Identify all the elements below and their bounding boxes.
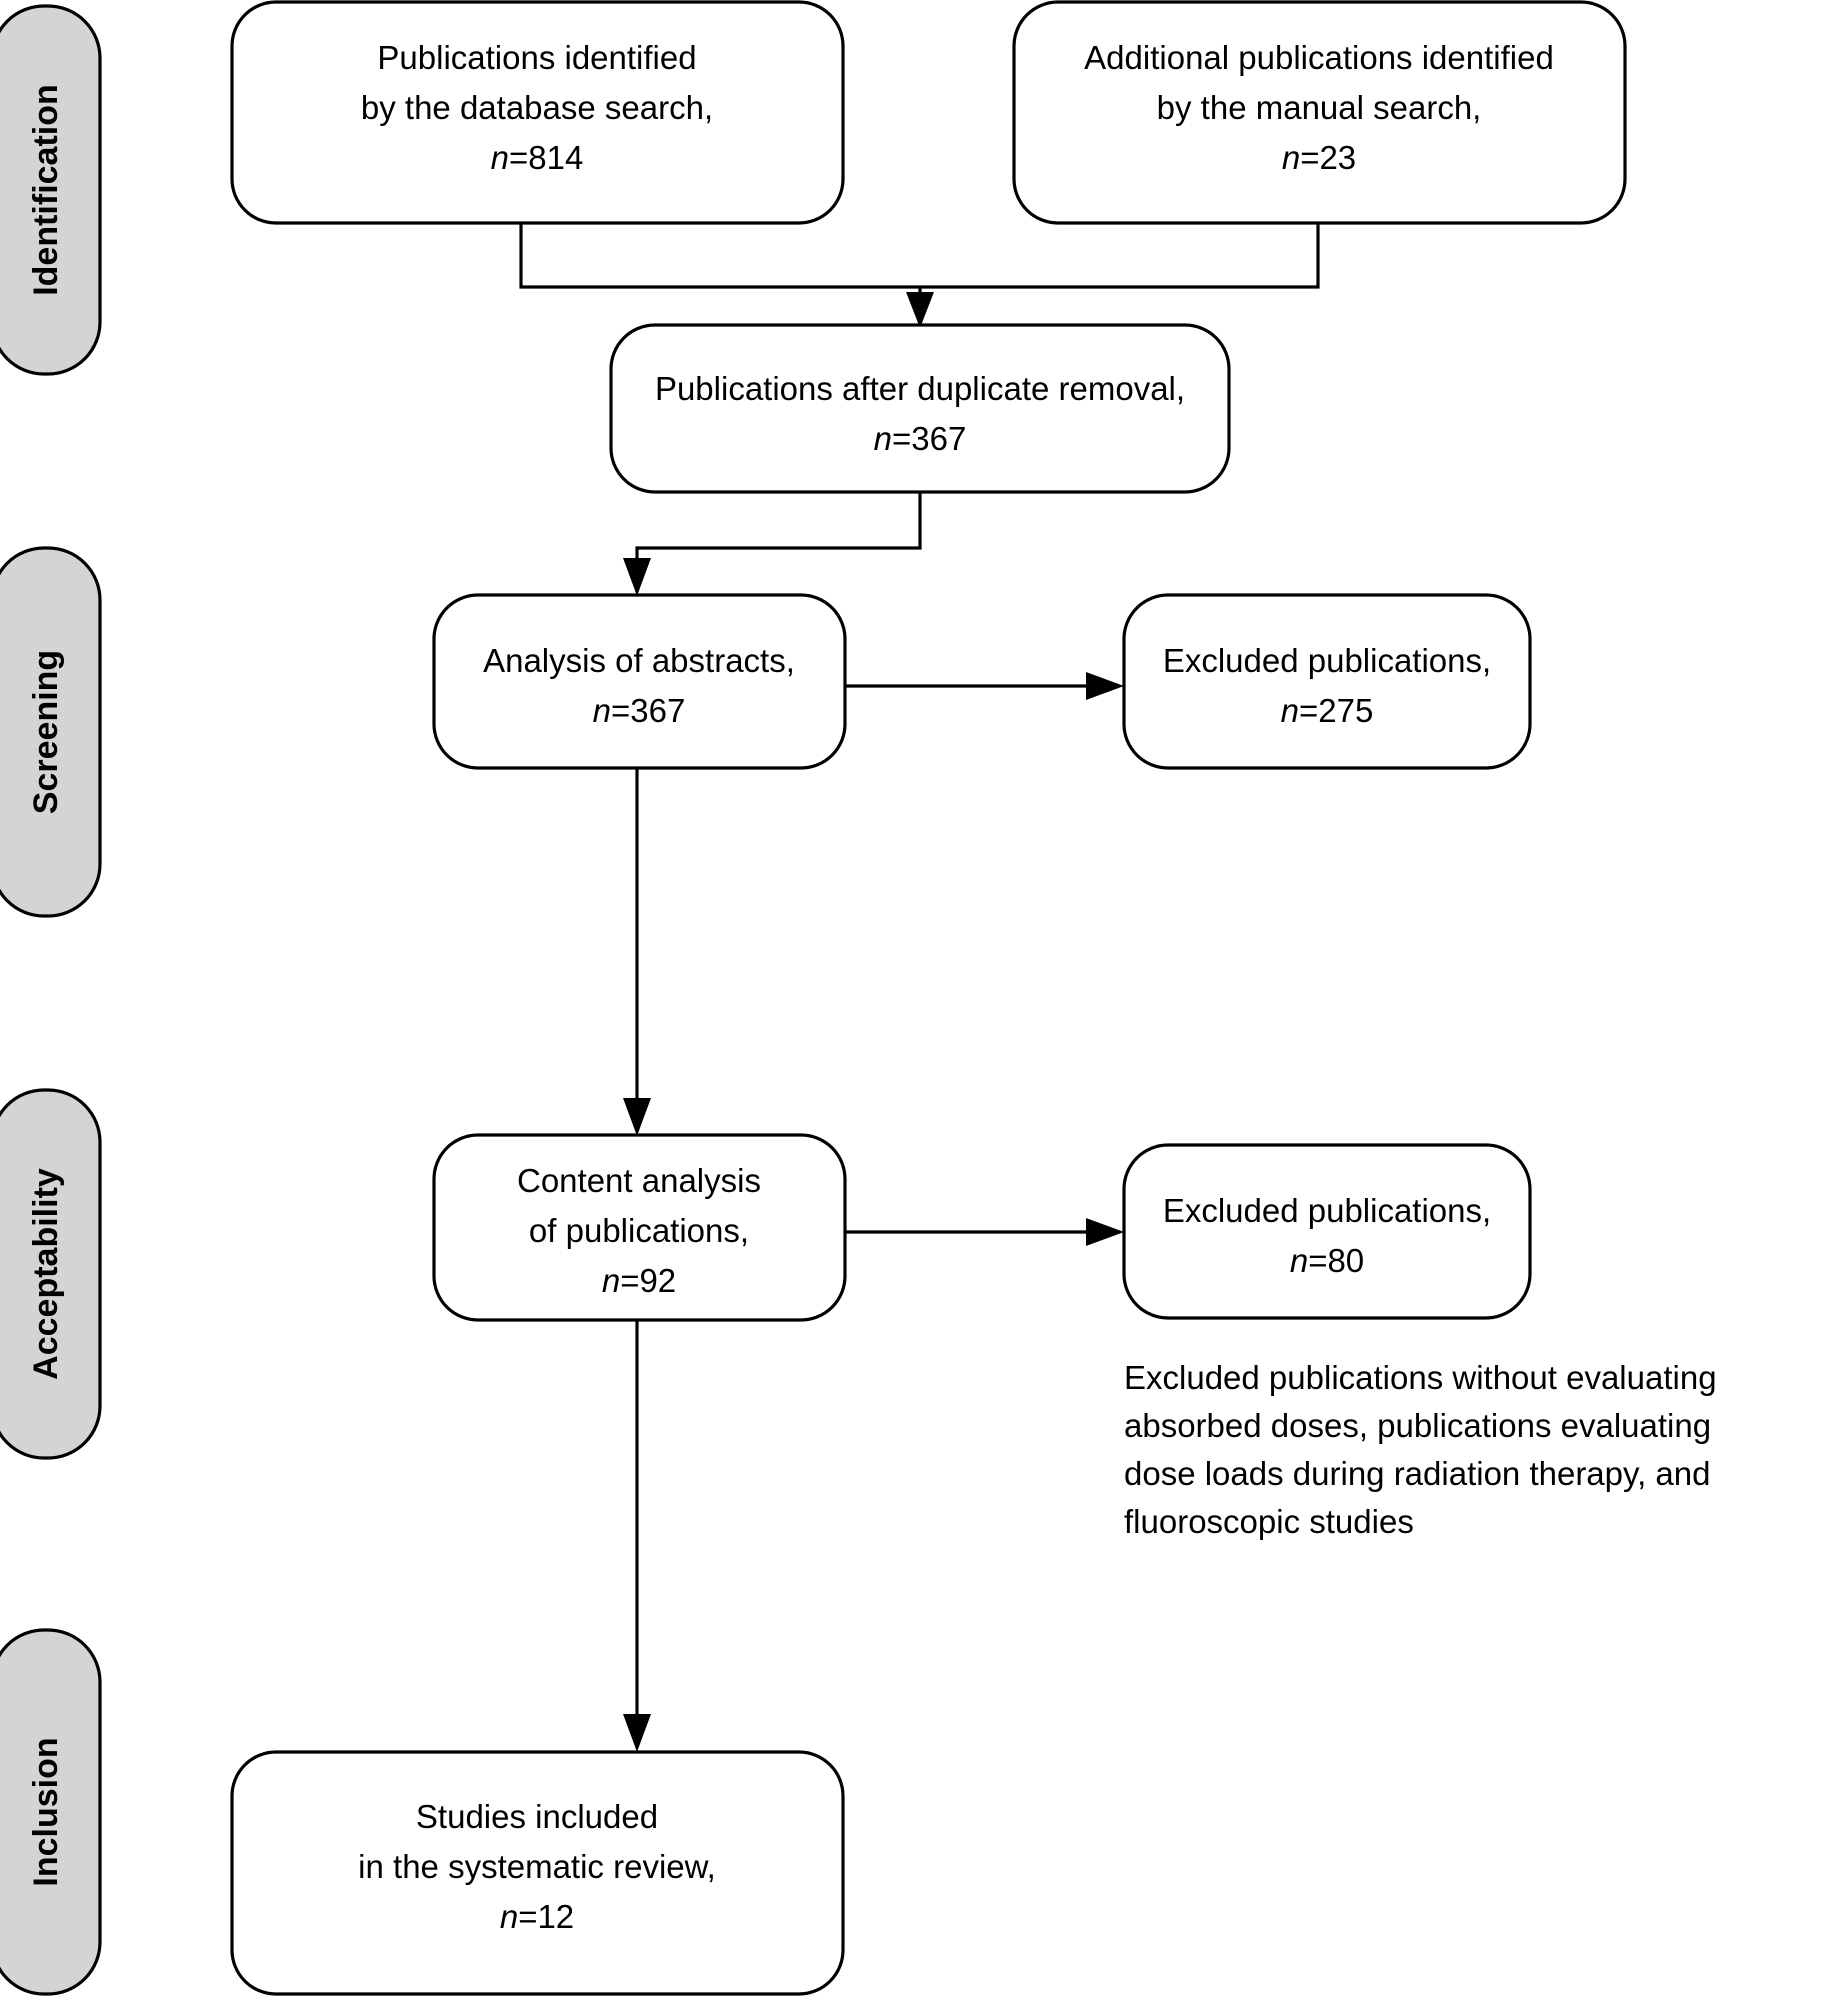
exclusion-reasons-note-line-2: absorbed doses, publications evaluating: [1124, 1407, 1711, 1444]
arrowhead-to-excluded-acceptability: [1086, 1218, 1124, 1246]
exclusion-reasons-note-line-1: Excluded publications without evaluating: [1124, 1359, 1717, 1396]
node-excluded-acceptability-n-value: =80: [1308, 1242, 1364, 1279]
node-excluded-acceptability-count: n=80: [1290, 1242, 1364, 1279]
stage-bar-screening: Screening: [0, 546, 102, 918]
node-after-duplicates-n-prefix: n: [874, 420, 892, 457]
node-db-search-n-prefix: n: [491, 139, 509, 176]
node-manual-search-line-2: by the manual search,: [1157, 89, 1482, 126]
node-excluded-acceptability[interactable]: Excluded publications, n=80: [1122, 1143, 1532, 1320]
node-included-studies-n-prefix: n: [500, 1898, 518, 1935]
node-excluded-acceptability-box[interactable]: [1122, 1143, 1532, 1320]
node-included-studies-line-1: Studies included: [416, 1798, 658, 1835]
node-after-duplicates-n-value: =367: [892, 420, 966, 457]
node-db-search-n-value: =814: [509, 139, 583, 176]
arrowhead-to-after-duplicates: [906, 292, 934, 328]
node-manual-search-count: n=23: [1282, 139, 1356, 176]
node-manual-search[interactable]: Additional publications identified by th…: [1012, 0, 1627, 225]
node-content-analysis-count: n=92: [602, 1262, 676, 1299]
connector-duplicates-to-abstracts: [635, 492, 922, 572]
arrowhead-to-content-analysis: [623, 1098, 651, 1136]
stage-bar-inclusion-shape: [0, 1628, 102, 1996]
node-content-analysis-n-value: =92: [620, 1262, 676, 1299]
node-included-studies-count: n=12: [500, 1898, 574, 1935]
node-excluded-screening-n-value: =275: [1299, 692, 1373, 729]
node-abstract-analysis[interactable]: Analysis of abstracts, n=367: [432, 593, 847, 770]
node-manual-search-n-value: =23: [1300, 139, 1356, 176]
stage-bar-identification: Identification: [0, 4, 102, 376]
stage-bar-acceptability-label: Acceptability: [27, 1168, 65, 1380]
node-excluded-acceptability-line-1: Excluded publications,: [1163, 1192, 1491, 1229]
node-included-studies-line-2: in the systematic review,: [358, 1848, 716, 1885]
node-excluded-screening-box[interactable]: [1122, 593, 1532, 770]
node-after-duplicates-box[interactable]: [609, 323, 1231, 494]
node-after-duplicates[interactable]: Publications after duplicate removal, n=…: [609, 323, 1231, 494]
node-manual-search-box[interactable]: [1012, 0, 1627, 225]
node-excluded-screening[interactable]: Excluded publications, n=275: [1122, 593, 1532, 770]
arrowhead-to-excluded-screening: [1086, 672, 1124, 700]
arrowhead-to-included-studies: [623, 1714, 651, 1752]
connector-identification-merge: [519, 224, 1320, 289]
node-manual-search-line-1: Additional publications identified: [1084, 39, 1554, 76]
stage-bar-identification-label: Identification: [27, 84, 65, 296]
exclusion-reasons-note: Excluded publications without evaluating…: [1124, 1359, 1717, 1540]
node-db-search-count: n=814: [491, 139, 584, 176]
node-after-duplicates-line-1: Publications after duplicate removal,: [655, 370, 1185, 407]
node-excluded-screening-n-prefix: n: [1281, 692, 1299, 729]
node-excluded-screening-count: n=275: [1281, 692, 1374, 729]
node-content-analysis-box[interactable]: [432, 1133, 847, 1322]
node-abstract-analysis-n-prefix: n: [593, 692, 611, 729]
node-after-duplicates-count: n=367: [874, 420, 967, 457]
node-db-search-box[interactable]: [230, 0, 845, 225]
node-manual-search-n-prefix: n: [1282, 139, 1300, 176]
node-excluded-screening-line-1: Excluded publications,: [1163, 642, 1491, 679]
node-content-analysis-line-2: of publications,: [529, 1212, 749, 1249]
stage-bar-acceptability: Acceptability: [0, 1088, 102, 1460]
exclusion-reasons-note-line-4: fluoroscopic studies: [1124, 1503, 1414, 1540]
node-included-studies-n-value: =12: [518, 1898, 574, 1935]
stage-bar-screening-label: Screening: [27, 650, 65, 814]
stage-bar-identification-shape: [0, 4, 102, 376]
exclusion-reasons-note-line-3: dose loads during radiation therapy, and: [1124, 1455, 1710, 1492]
stage-bar-inclusion-label: Inclusion: [27, 1737, 65, 1886]
arrowhead-to-abstract-analysis: [623, 558, 651, 596]
node-excluded-acceptability-n-prefix: n: [1290, 1242, 1308, 1279]
node-content-analysis[interactable]: Content analysis of publications, n=92: [432, 1133, 847, 1322]
stage-bar-acceptability-shape: [0, 1088, 102, 1460]
node-content-analysis-line-1: Content analysis: [517, 1162, 761, 1199]
node-abstract-analysis-n-value: =367: [611, 692, 685, 729]
node-included-studies-box[interactable]: [230, 1750, 845, 1996]
stage-bar-inclusion: Inclusion: [0, 1628, 102, 1996]
node-abstract-analysis-line-1: Analysis of abstracts,: [483, 642, 795, 679]
node-abstract-analysis-count: n=367: [593, 692, 686, 729]
node-db-search-line-2: by the database search,: [361, 89, 713, 126]
node-db-search-line-1: Publications identified: [377, 39, 696, 76]
node-db-search[interactable]: Publications identified by the database …: [230, 0, 845, 225]
node-abstract-analysis-box[interactable]: [432, 593, 847, 770]
node-included-studies[interactable]: Studies included in the systematic revie…: [230, 1750, 845, 1996]
stage-bar-screening-shape: [0, 546, 102, 918]
node-content-analysis-n-prefix: n: [602, 1262, 620, 1299]
